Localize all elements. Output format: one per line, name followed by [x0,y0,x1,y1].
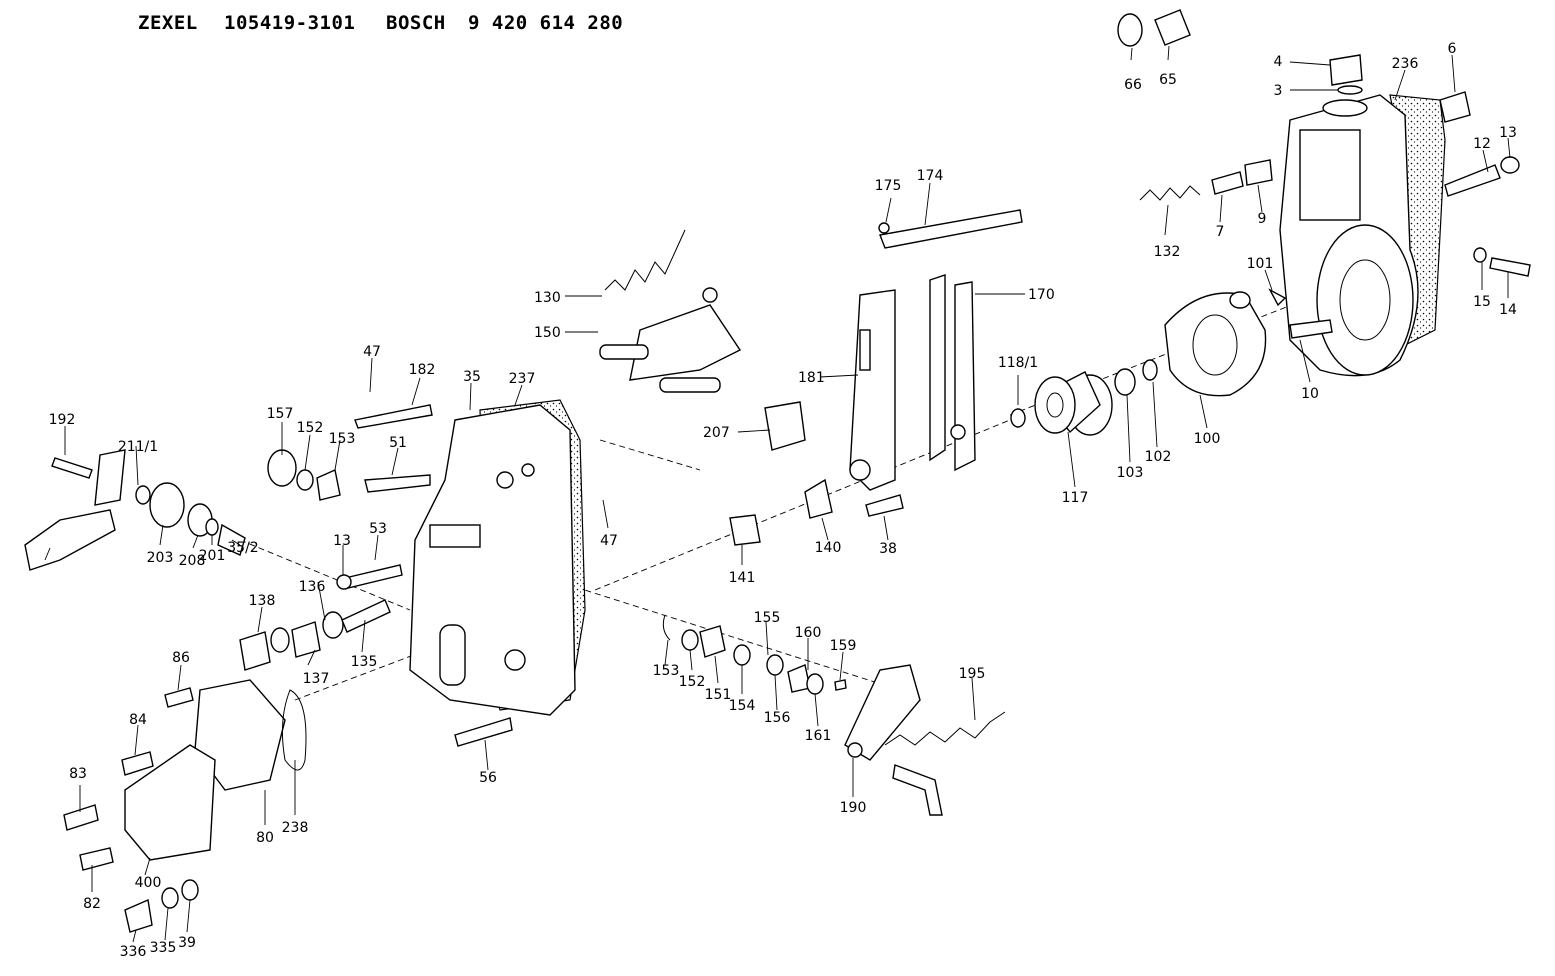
callout-label: 15 [1473,294,1491,310]
governor-levers [849,209,1023,491]
callout-label: 3 [1274,83,1283,99]
main-cover [409,399,586,716]
callout-label: 400 [135,875,162,891]
lever-190-assembly [844,664,1006,816]
callout-label: 56 [479,770,497,786]
middle-bottom-parts [662,478,904,695]
callout-label: 152 [679,674,706,690]
callout-label: 156 [764,710,791,726]
lever-assembly-150 [599,229,742,393]
callout-label: 237 [509,371,536,387]
callout-label: 190 [840,800,867,816]
callout-label: 141 [729,570,756,586]
callout-label: 138 [249,593,276,609]
callout-label: 140 [815,540,842,556]
callout-label: 65 [1159,72,1177,88]
callout-label: 12 [1473,136,1491,152]
callout-label: 135 [351,654,378,670]
callout-label: 102 [1145,449,1172,465]
callout-label: 160 [795,625,822,641]
callout-label: 80 [256,830,274,846]
callout-label: 153 [653,663,680,679]
callout-label: 335 [150,940,177,956]
header-maker-1: ZEXEL [138,12,198,34]
top-right-small-parts [1117,9,1531,339]
diaphragm-cover [63,679,513,933]
callout-label: 13 [333,533,351,549]
callout-label: 157 [267,406,294,422]
bracket-part [764,401,806,451]
callout-label: 136 [299,579,326,595]
callout-label: 6 [1448,41,1457,57]
callout-label: 7 [1216,224,1225,240]
callout-label: 208 [179,553,206,569]
callout-label: 195 [959,666,986,682]
callout-label: 154 [729,698,756,714]
callout-label: 192 [49,412,76,428]
callout-label: 10 [1301,386,1319,402]
assembly-axes [239,289,1331,701]
callout-label: 236 [1392,56,1419,72]
left-small-parts [24,404,433,590]
callout-label: 100 [1194,431,1221,447]
callout-label: 38 [879,541,897,557]
callout-label: 66 [1124,77,1142,93]
callout-label: 238 [282,820,309,836]
callout-label: 182 [409,362,436,378]
callout-label: 207 [703,425,730,441]
callout-label: 152 [297,420,324,436]
callout-label: 103 [1117,465,1144,481]
callout-label: 47 [600,533,618,549]
callout-labels: 66 65 4 3 236 6 12 13 132 7 9 101 15 14 … [49,41,1517,960]
callout-label: 174 [917,168,944,184]
callout-label: 82 [83,896,101,912]
callout-label: 51 [389,435,407,451]
callout-label: 14 [1499,302,1517,318]
callout-label: 47 [363,344,381,360]
callout-label: 35 [463,369,481,385]
callout-label: 9 [1258,211,1267,227]
callout-label: 175 [875,178,902,194]
header-number-2: 9 420 614 280 [468,12,624,34]
callout-label: 132 [1154,244,1181,260]
callout-label: 181 [798,370,825,386]
callout-label: 150 [534,325,561,341]
header-number-1: 105419-3101 [224,12,356,34]
callout-label: 53 [369,521,387,537]
sleeve-part [1010,359,1158,436]
callout-label: 118/1 [998,355,1038,371]
callout-label: 161 [805,728,832,744]
callout-label: 117 [1062,490,1089,506]
adjusting-screw-assembly [239,599,391,671]
callout-label: 201 [199,548,226,564]
callout-label: 86 [172,650,190,666]
callout-label: 151 [705,687,732,703]
callout-label: 153 [329,431,356,447]
callout-label: 83 [69,766,87,782]
callout-label: 39 [178,935,196,951]
callout-label: 130 [534,290,561,306]
callout-label: 137 [303,671,330,687]
callout-label: 203 [147,550,174,566]
callout-label: 13 [1499,125,1517,141]
callout-label: 101 [1247,256,1274,272]
callout-label: 4 [1274,54,1283,70]
callout-label: 84 [129,712,147,728]
callout-label: 170 [1028,287,1055,303]
callout-label: 155 [754,610,781,626]
callout-label: 35/2 [227,540,258,556]
leader-lines [44,45,1511,943]
callout-label: 159 [830,638,857,654]
flyweight-assembly [1164,291,1267,397]
governor-housing [1279,94,1446,377]
callout-label: 336 [120,944,147,960]
header-maker-2: BOSCH [386,12,446,34]
callout-label: 211/1 [118,439,158,455]
